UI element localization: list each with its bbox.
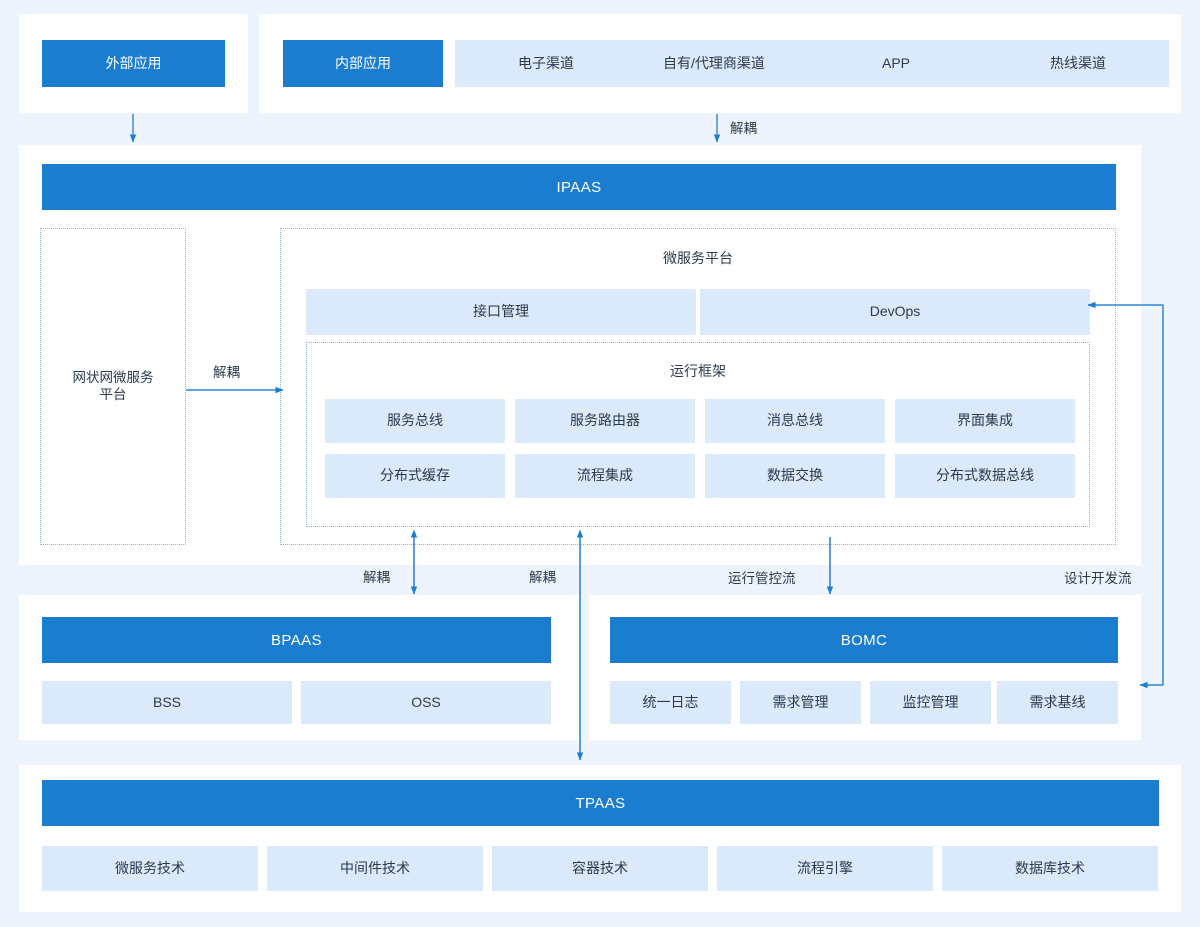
- ipaas-title-bar[interactable]: IPAAS: [42, 164, 1116, 210]
- runtime-item-process-integration[interactable]: 流程集成: [515, 454, 695, 498]
- runtime-item-distributed-cache[interactable]: 分布式缓存: [325, 454, 505, 498]
- label-runtime-control-flow: 运行管控流: [728, 571, 796, 586]
- bomc-item-requirement-management[interactable]: 需求管理: [740, 681, 861, 724]
- channel-electronic[interactable]: 电子渠道: [455, 40, 637, 87]
- runtime-item-message-bus[interactable]: 消息总线: [705, 399, 885, 443]
- bomc-title-bar[interactable]: BOMC: [610, 617, 1118, 663]
- mesh-platform-label: 网状网微服务 平台: [72, 369, 154, 402]
- runtime-item-ui-integration[interactable]: 界面集成: [895, 399, 1075, 443]
- runtime-item-service-router[interactable]: 服务路由器: [515, 399, 695, 443]
- tpaas-item-microservice-tech[interactable]: 微服务技术: [42, 846, 258, 891]
- label-decouple-tpaas: 解耦: [529, 570, 556, 585]
- internal-apps-panel: 内部应用 电子渠道 自有/代理商渠道 APP 热线渠道: [259, 14, 1181, 113]
- label-decouple-mesh: 解耦: [213, 365, 240, 380]
- bpaas-title-bar[interactable]: BPAAS: [42, 617, 551, 663]
- runtime-framework-title: 运行框架: [670, 363, 726, 379]
- bomc-item-requirement-baseline[interactable]: 需求基线: [997, 681, 1118, 724]
- channel-external-app[interactable]: 外部应用: [42, 40, 225, 87]
- bpaas-panel: BPAAS BSS OSS: [19, 595, 582, 740]
- tpaas-title-bar[interactable]: TPAAS: [42, 780, 1159, 826]
- runtime-item-distributed-data-bus[interactable]: 分布式数据总线: [895, 454, 1075, 498]
- bomc-panel: BOMC 统一日志 需求管理 监控管理 需求基线: [589, 595, 1141, 740]
- channel-owned-agent[interactable]: 自有/代理商渠道: [623, 40, 805, 87]
- channel-internal-app[interactable]: 内部应用: [283, 40, 443, 87]
- channel-app[interactable]: APP: [805, 40, 987, 87]
- tpaas-item-database-tech[interactable]: 数据库技术: [942, 846, 1158, 891]
- tpaas-item-middleware-tech[interactable]: 中间件技术: [267, 846, 483, 891]
- runtime-item-data-exchange[interactable]: 数据交换: [705, 454, 885, 498]
- bomc-item-monitoring-management[interactable]: 监控管理: [870, 681, 991, 724]
- channel-hotline[interactable]: 热线渠道: [987, 40, 1169, 87]
- bpaas-item-bss[interactable]: BSS: [42, 681, 292, 724]
- external-apps-panel: 外部应用: [19, 14, 248, 113]
- ipaas-panel: IPAAS 网状网微服务 平台 微服务平台 接口管理 DevOps 运行框架 服…: [19, 145, 1141, 565]
- microservice-platform-title: 微服务平台: [663, 250, 733, 266]
- tpaas-item-container-tech[interactable]: 容器技术: [492, 846, 708, 891]
- bomc-item-unified-log[interactable]: 统一日志: [610, 681, 731, 724]
- label-decouple-bpaas: 解耦: [363, 570, 390, 585]
- block-interface-management[interactable]: 接口管理: [306, 289, 696, 335]
- label-design-dev-flow: 设计开发流: [1064, 571, 1132, 586]
- tpaas-item-process-engine[interactable]: 流程引擎: [717, 846, 933, 891]
- bpaas-item-oss[interactable]: OSS: [301, 681, 551, 724]
- block-devops[interactable]: DevOps: [700, 289, 1090, 335]
- mesh-platform-box: [40, 228, 186, 545]
- label-decouple-top: 解耦: [730, 121, 757, 136]
- runtime-item-service-bus[interactable]: 服务总线: [325, 399, 505, 443]
- tpaas-panel: TPAAS 微服务技术 中间件技术 容器技术 流程引擎 数据库技术: [19, 765, 1181, 912]
